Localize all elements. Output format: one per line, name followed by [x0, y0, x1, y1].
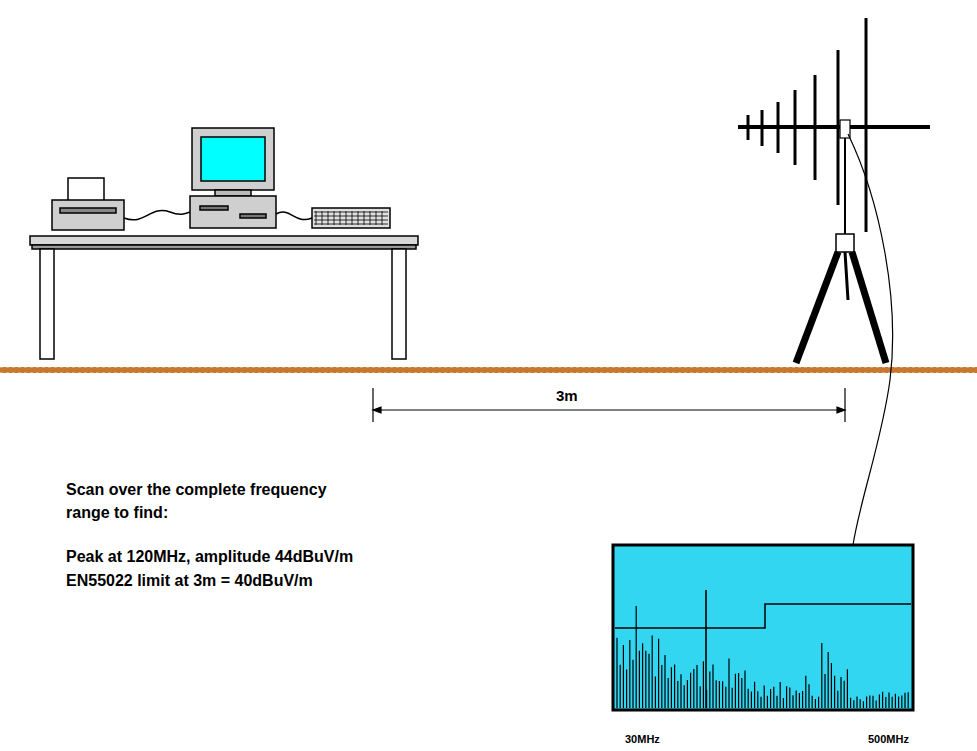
printer: [52, 178, 124, 230]
instruction-text: Scan over the complete frequency range t…: [66, 478, 351, 524]
dimension-line: [373, 388, 845, 422]
keyboard: [312, 208, 390, 228]
result-text: Peak at 120MHz, amplitude 44dBuV/m: [66, 545, 353, 568]
spectrum-analyser-display: [613, 545, 913, 710]
log-periodic-antenna: [738, 18, 930, 232]
limit-text: EN55022 limit at 3m = 40dBuV/m: [66, 569, 313, 592]
test-table: [30, 236, 418, 359]
cable: [124, 211, 312, 220]
peak-line: [705, 590, 707, 708]
coax-cable: [848, 134, 893, 545]
computer: [190, 128, 276, 228]
dimension-label: 3m: [556, 385, 578, 407]
axis-label: 30MHz: [625, 732, 660, 748]
ground-plane: [0, 367, 977, 373]
limit-line: [615, 604, 911, 628]
tripod: [796, 138, 886, 363]
axis-label: 500MHz: [868, 732, 909, 748]
